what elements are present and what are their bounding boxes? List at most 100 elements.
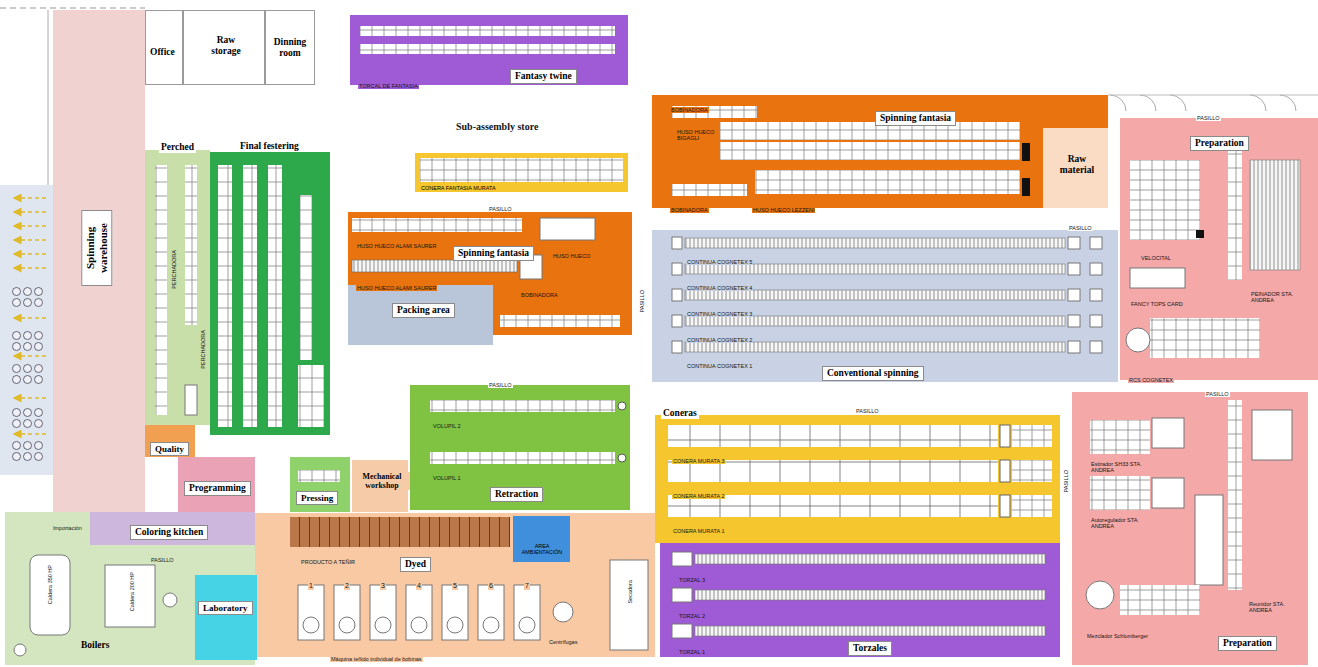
machine-drawing (1068, 315, 1080, 327)
area-zone: Laboratory (195, 575, 257, 660)
area-zone: Office (145, 10, 183, 85)
machine-drawing (1000, 425, 1010, 447)
label-slot: BOBINADORA (670, 98, 709, 116)
machine-drawing (1090, 476, 1150, 510)
area-label: Boilers (80, 640, 111, 651)
machine-label: HUSO HUECO ALAMI SAURER (356, 285, 437, 291)
machine-drawing (375, 617, 391, 633)
label-slot: PASILLO (638, 290, 646, 317)
machine-drawing (5, 512, 90, 545)
label-slot: CONTINUA COGNETEX 1 (686, 354, 753, 372)
label-slot: PRODUCTO A TEÑIR (300, 550, 356, 568)
label-slot: Spinning warehouse (81, 210, 112, 290)
machine-label: 3 (380, 582, 386, 590)
label-slot: PASILLO (1196, 106, 1221, 124)
machine-drawing (1250, 160, 1300, 270)
area-zone: Final festering (210, 152, 330, 435)
machine-drawing (290, 517, 510, 547)
machine-drawing (1110, 95, 1126, 111)
machine-drawing (360, 26, 615, 36)
loading-bay (14, 317, 46, 319)
area-label: Spinning fantasia (453, 246, 534, 261)
label-slot: Boilers (80, 634, 111, 652)
area-label: Conventional spinning (822, 366, 924, 381)
machine-drawing (1228, 150, 1242, 280)
machine-drawing (303, 617, 319, 633)
machine-drawing (1086, 581, 1114, 609)
machine-drawing (1068, 263, 1080, 275)
area-label: Preparation (1190, 136, 1249, 151)
loading-bay (14, 433, 46, 435)
label-slot: PASILLO (1068, 216, 1093, 234)
machine-drawing (406, 585, 432, 640)
area-label: Dinning room (267, 37, 313, 59)
machine-label: VOLUPIL 1 (432, 475, 462, 481)
machine-drawing (519, 617, 535, 633)
machine-drawing (105, 565, 155, 627)
machine-label: PASILLO (488, 382, 513, 388)
machine-drawing (1140, 95, 1156, 111)
machine-label: BOBINADORA (520, 292, 559, 298)
machine-label: PASILLO (1068, 225, 1093, 231)
area-label: Spinning fantasia (875, 111, 956, 126)
label-slot: Retraction (490, 483, 543, 502)
label-slot: 7 (524, 574, 530, 592)
area-label: Programming (184, 481, 251, 496)
label-slot: CONTINUA COGNETEX 2 (686, 328, 753, 346)
machine-label: PASILLO (1196, 115, 1221, 121)
machine-drawing (520, 255, 542, 279)
area-zone: Spinning warehouse (53, 10, 145, 512)
area-label: Office (149, 47, 176, 58)
label-slot: CONERA MURATA 1 (672, 519, 725, 537)
label-slot: PASILLO (1062, 470, 1070, 497)
area-label: Quality (150, 442, 189, 456)
area-zone: Retraction (410, 385, 630, 510)
label-slot: BOBINADORA (670, 198, 709, 216)
label-slot: Caldera 350 HP (46, 565, 54, 608)
machine-label: PASILLO (855, 408, 880, 414)
machine-label: CONTINUA COGNETEX 5 (686, 259, 753, 265)
machine-drawing (442, 585, 468, 640)
machine-drawing (672, 552, 692, 566)
machine-drawing (672, 263, 682, 275)
machine-label: PASILLO (638, 290, 646, 313)
area-zone: Raw material (1043, 128, 1108, 208)
machine-drawing (1012, 460, 1052, 482)
machine-label: TORZAL 1 (678, 649, 706, 655)
machine-drawing (298, 585, 324, 640)
machine-label: PASILLO (1205, 391, 1230, 397)
machine-drawing (1195, 495, 1223, 585)
machine-label: CONTINUA COGNETEX 3 (686, 311, 753, 317)
machine-label: BOBINADORA (670, 107, 709, 113)
label-slot: VELOCITAL (1140, 246, 1172, 264)
machine-label: Caldera 350 HP (46, 565, 54, 604)
machine-drawing (1250, 95, 1266, 111)
label-slot: PASILLO (855, 399, 880, 417)
loading-bay (0, 8, 145, 475)
machine-label: PASILLO (488, 206, 513, 212)
machine-drawing (298, 365, 324, 427)
loading-bay (14, 198, 46, 434)
machine-drawing (243, 165, 257, 427)
machine-drawing (352, 218, 522, 232)
machine-drawing (720, 142, 1020, 160)
label-slot: CONERA MURATA 2 (672, 484, 725, 502)
machine-drawing (672, 624, 692, 638)
machine-drawing (695, 554, 1045, 564)
label-slot: 6 (488, 574, 494, 592)
label-slot: Spinning fantasia (453, 242, 534, 261)
machine-drawing (5, 26, 1318, 656)
label-slot: RCS COGNETEX (1128, 368, 1174, 386)
machine-label: PASILLO (150, 557, 175, 563)
machine-drawing (1090, 263, 1102, 275)
loading-bay (14, 253, 46, 255)
loading-bay (14, 239, 46, 241)
machine-label: 1 (308, 582, 314, 590)
area-zone: Torzales (660, 543, 1060, 657)
machine-label: FANCY TOPS CARD (1130, 301, 1184, 307)
label-slot: PASILLO (488, 373, 513, 391)
machine-drawing (1152, 478, 1184, 508)
machine-drawing (1228, 400, 1242, 590)
